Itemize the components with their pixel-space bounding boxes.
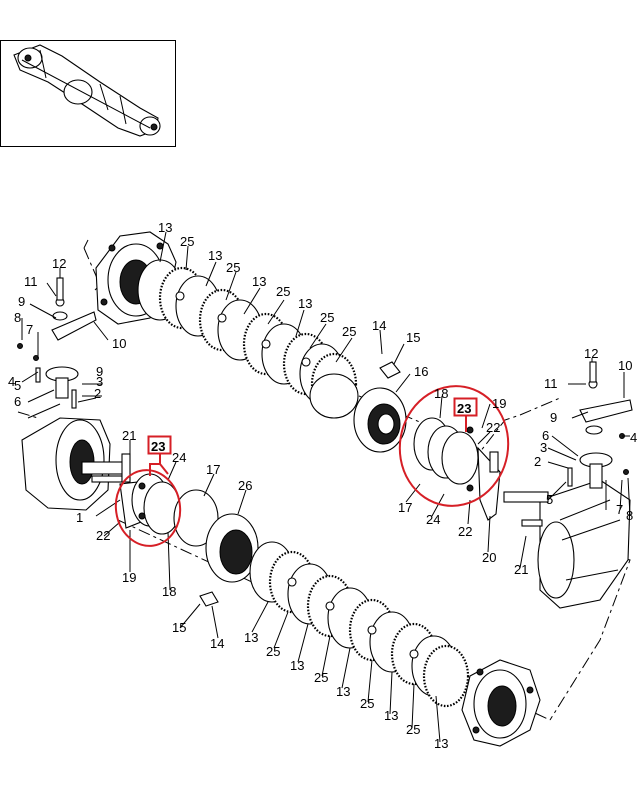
- callout: 13: [244, 630, 258, 645]
- callout: 12: [52, 256, 66, 271]
- callout: 10: [112, 336, 126, 351]
- callout: 25: [266, 644, 280, 659]
- callout: 9: [96, 364, 103, 379]
- left-steering-hardware: [17, 277, 97, 409]
- callout: 13: [434, 736, 448, 751]
- callout: 4: [8, 374, 15, 389]
- callout: 22: [458, 524, 472, 539]
- callout: 15: [172, 620, 186, 635]
- callout: 25: [320, 310, 334, 325]
- callout-labels: 13 25 25 13 25 13 25 13 25 13 12 11 9 8 …: [8, 220, 637, 751]
- callout: 25: [342, 324, 356, 339]
- lower-highlight-ellipse: [114, 469, 182, 547]
- callout: 11: [24, 274, 38, 289]
- upper-highlight-ellipse: [398, 385, 510, 507]
- callout: 13: [384, 708, 398, 723]
- lower-disc-stack: [249, 541, 470, 708]
- callout: 19: [492, 396, 506, 411]
- lower-brake-cover: [461, 659, 541, 747]
- callout: 12: [584, 346, 598, 361]
- callout: 3: [96, 374, 103, 389]
- callout: 21: [122, 428, 136, 443]
- callout: 14: [210, 636, 224, 651]
- callout: 24: [172, 450, 186, 465]
- callout: 3: [540, 440, 547, 455]
- callout: 16: [414, 364, 428, 379]
- callout: 25: [314, 670, 328, 685]
- callout: 17: [206, 462, 220, 477]
- callout: 6: [542, 428, 549, 443]
- callout: 17: [398, 500, 412, 515]
- callout: 19: [122, 570, 136, 585]
- thumbnail-frame: [0, 40, 176, 147]
- callout: 13: [290, 658, 304, 673]
- upper-highlight-box: [453, 397, 478, 417]
- right-steering-hardware: [567, 361, 633, 489]
- callout-highlighted: 23: [457, 401, 471, 416]
- callout: 25: [226, 260, 240, 275]
- callout-highlighted: 23: [151, 439, 165, 454]
- callout: 15: [406, 330, 420, 345]
- callout: 24: [426, 512, 440, 527]
- lower-piston: [199, 513, 259, 607]
- callout: 26: [238, 478, 252, 493]
- leader-lines: [21, 231, 631, 743]
- callout: 22: [486, 420, 500, 435]
- callout: 21: [514, 562, 528, 577]
- right-axle-housing: [503, 479, 631, 609]
- callout: 9: [550, 410, 557, 425]
- callout: 25: [360, 696, 374, 711]
- left-axle-housing: [21, 417, 127, 511]
- callout: 13: [298, 296, 312, 311]
- callout: 20: [482, 550, 496, 565]
- callout: 25: [276, 284, 290, 299]
- callout: 13: [336, 684, 350, 699]
- lower-highlight-box: [147, 435, 172, 455]
- callout: 10: [618, 358, 632, 373]
- callout: 4: [630, 430, 637, 445]
- callout: 5: [546, 492, 553, 507]
- callout: 13: [208, 248, 222, 263]
- callout: 14: [372, 318, 386, 333]
- callout: 7: [26, 322, 33, 337]
- callout: 25: [180, 234, 194, 249]
- callout: 11: [544, 376, 558, 391]
- callout: 2: [534, 454, 541, 469]
- highlight-markers: [114, 385, 510, 547]
- callout: 18: [434, 386, 448, 401]
- callout: 18: [162, 584, 176, 599]
- callout: 22: [96, 528, 110, 543]
- callout: 13: [158, 220, 172, 235]
- callout: 6: [14, 394, 21, 409]
- upper-disc-stack: [137, 259, 359, 419]
- callout: 8: [14, 310, 21, 325]
- callout: 2: [94, 386, 101, 401]
- upper-piston: [353, 361, 407, 453]
- callout: 13: [252, 274, 266, 289]
- callout: 5: [14, 378, 21, 393]
- callout: 25: [406, 722, 420, 737]
- callout: 1: [76, 510, 83, 525]
- lower-spring-group: [119, 453, 219, 547]
- upper-spring-group: [413, 417, 501, 521]
- axle-assembly-icon: [13, 44, 161, 137]
- callout: 8: [626, 508, 633, 523]
- callout: 7: [616, 502, 623, 517]
- callout: 9: [18, 294, 25, 309]
